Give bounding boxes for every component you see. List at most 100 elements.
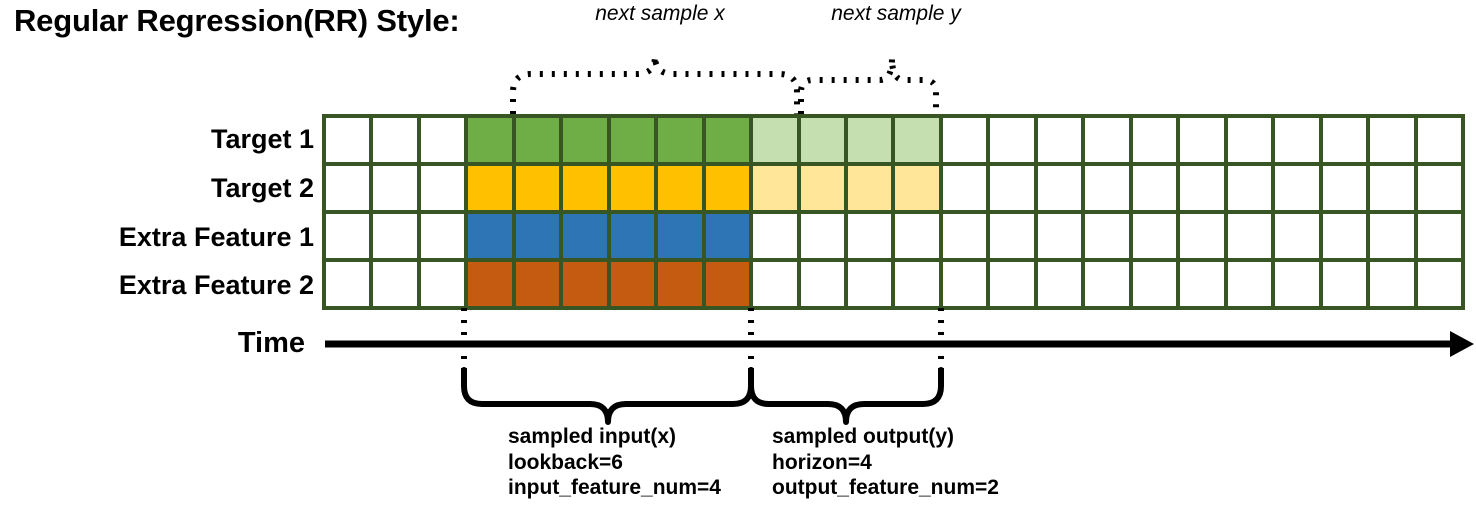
grid-cell-blank-r4-c17: [1085, 262, 1129, 306]
grid-cell-input-r3-c7: [610, 214, 655, 258]
grid-cell-input-r1-c9: [705, 118, 750, 162]
grid-cell-output-r1-c10: [753, 118, 797, 162]
annotation-next-sample-y: next sample y: [831, 2, 961, 25]
grid-cell-input-r4-c7: [610, 262, 655, 306]
caption-sampled-output: sampled output(y) horizon=4 output_featu…: [772, 424, 999, 501]
grid-cell-blank-r1-c17: [1085, 118, 1129, 162]
grid-cell-blank-r4-c22: [1322, 262, 1367, 306]
grid-cell-input-r4-c8: [658, 262, 702, 306]
grid-cell-blank-r4-c21: [1275, 262, 1319, 306]
grid-cell-blank-r4-c23: [1370, 262, 1414, 306]
timeseries-grid: [322, 114, 1465, 310]
bottom-annotations: [325, 308, 1474, 425]
time-axis-arrow: [325, 331, 1474, 357]
grid-cell-input-r2-c5: [515, 166, 560, 210]
row-label-extra-feature-1: Extra Feature 1: [118, 222, 314, 252]
grid-cell-input-r4-c4: [468, 262, 512, 306]
grid-cell-blank-r4-c18: [1132, 262, 1177, 306]
grid-cell-input-r1-c8: [658, 118, 702, 162]
grid-cell-blank-r4-c19: [1180, 262, 1224, 306]
caption-output-line-3: output_feature_num=2: [772, 476, 999, 499]
row-label-target-1: Target 1: [210, 124, 314, 154]
page-title: Regular Regression(RR) Style:: [14, 3, 460, 38]
grid-cell-blank-r3-c2: [373, 214, 417, 258]
grid-cell-blank-r2-c19: [1180, 166, 1224, 210]
grid-cell-blank-r1-c1: [326, 118, 370, 162]
grid-cell-blank-r4-c12: [848, 262, 892, 306]
grid-cell-blank-r1-c24: [1417, 118, 1461, 162]
grid-cell-blank-r4-c20: [1227, 262, 1272, 306]
grid-cell-blank-r2-c18: [1132, 166, 1177, 210]
grid-cell-output-r2-c11: [800, 166, 845, 210]
grid-cell-blank-r1-c14: [942, 118, 987, 162]
grid-cell-blank-r3-c12: [848, 214, 892, 258]
grid-cell-output-r2-c13: [895, 166, 939, 210]
grid-cell-input-r1-c7: [610, 118, 655, 162]
grid-cell-blank-r2-c17: [1085, 166, 1129, 210]
annotation-next-sample-x: next sample x: [595, 2, 725, 25]
grid-cell-blank-r3-c18: [1132, 214, 1177, 258]
grid-cell-input-r2-c9: [705, 166, 750, 210]
grid-cell-blank-r4-c1: [326, 262, 370, 306]
grid-cell-blank-r3-c3: [420, 214, 465, 258]
grid-cell-blank-r2-c24: [1417, 166, 1461, 210]
grid-cell-blank-r2-c1: [326, 166, 370, 210]
grid-cell-blank-r3-c19: [1180, 214, 1224, 258]
grid-cell-blank-r4-c2: [373, 262, 417, 306]
grid-cell-output-r1-c13: [895, 118, 939, 162]
grid-cell-blank-r4-c13: [895, 262, 939, 306]
grid-cell-output-r1-c11: [800, 118, 845, 162]
grid-cell-blank-r4-c24: [1417, 262, 1461, 306]
grid-cell-input-r3-c6: [563, 214, 607, 258]
grid-cell-input-r1-c6: [563, 118, 607, 162]
row-label-target-2: Target 2: [210, 173, 314, 203]
grid-cell-blank-r4-c3: [420, 262, 465, 306]
grid-cell-input-r4-c9: [705, 262, 750, 306]
grid-cell-blank-r2-c16: [1037, 166, 1082, 210]
grid-cell-blank-r2-c2: [373, 166, 417, 210]
grid-cell-blank-r2-c22: [1322, 166, 1367, 210]
grid-cell-blank-r3-c22: [1322, 214, 1367, 258]
grid-cell-blank-r3-c24: [1417, 214, 1461, 258]
grid-cell-output-r1-c12: [848, 118, 892, 162]
grid-cell-input-r2-c7: [610, 166, 655, 210]
grid-cell-blank-r1-c16: [1037, 118, 1082, 162]
grid-cell-input-r3-c8: [658, 214, 702, 258]
grid-cell-blank-r2-c21: [1275, 166, 1319, 210]
grid-cell-blank-r1-c2: [373, 118, 417, 162]
grid-cell-input-r2-c6: [563, 166, 607, 210]
grid-cell-blank-r3-c10: [753, 214, 797, 258]
grid-cell-blank-r4-c14: [942, 262, 987, 306]
grid-cell-blank-r1-c15: [990, 118, 1034, 162]
caption-sampled-input: sampled input(x) lookback=6 input_featur…: [508, 424, 721, 501]
grid-cell-blank-r2-c15: [990, 166, 1034, 210]
row-label-extra-feature-2: Extra Feature 2: [118, 270, 314, 300]
grid-cell-blank-r1-c20: [1227, 118, 1272, 162]
grid-cell-blank-r1-c23: [1370, 118, 1414, 162]
grid-cell-blank-r4-c15: [990, 262, 1034, 306]
grid-cell-blank-r3-c13: [895, 214, 939, 258]
grid-cell-blank-r3-c1: [326, 214, 370, 258]
caption-output-line-1: sampled output(y): [772, 425, 954, 448]
grid-cell-input-r2-c8: [658, 166, 702, 210]
grid-cell-input-r3-c4: [468, 214, 512, 258]
grid-cell-blank-r3-c23: [1370, 214, 1414, 258]
grid-cell-input-r1-c4: [468, 118, 512, 162]
grid-cell-output-r2-c12: [848, 166, 892, 210]
caption-output-line-2: horizon=4: [772, 450, 872, 474]
grid-cell-blank-r4-c11: [800, 262, 845, 306]
grid-cell-input-r1-c5: [515, 118, 560, 162]
grid-cell-blank-r3-c16: [1037, 214, 1082, 258]
grid-cell-blank-r3-c15: [990, 214, 1034, 258]
grid-cell-blank-r3-c20: [1227, 214, 1272, 258]
grid-cell-blank-r1-c22: [1322, 118, 1367, 162]
grid-cell-blank-r3-c21: [1275, 214, 1319, 258]
grid-cell-blank-r2-c14: [942, 166, 987, 210]
caption-input-line-3: input_feature_num=4: [508, 476, 721, 499]
grid-cell-blank-r2-c20: [1227, 166, 1272, 210]
grid-cell-blank-r1-c18: [1132, 118, 1177, 162]
grid-cell-blank-r1-c19: [1180, 118, 1224, 162]
grid-cell-blank-r2-c3: [420, 166, 465, 210]
grid-cell-input-r3-c9: [705, 214, 750, 258]
